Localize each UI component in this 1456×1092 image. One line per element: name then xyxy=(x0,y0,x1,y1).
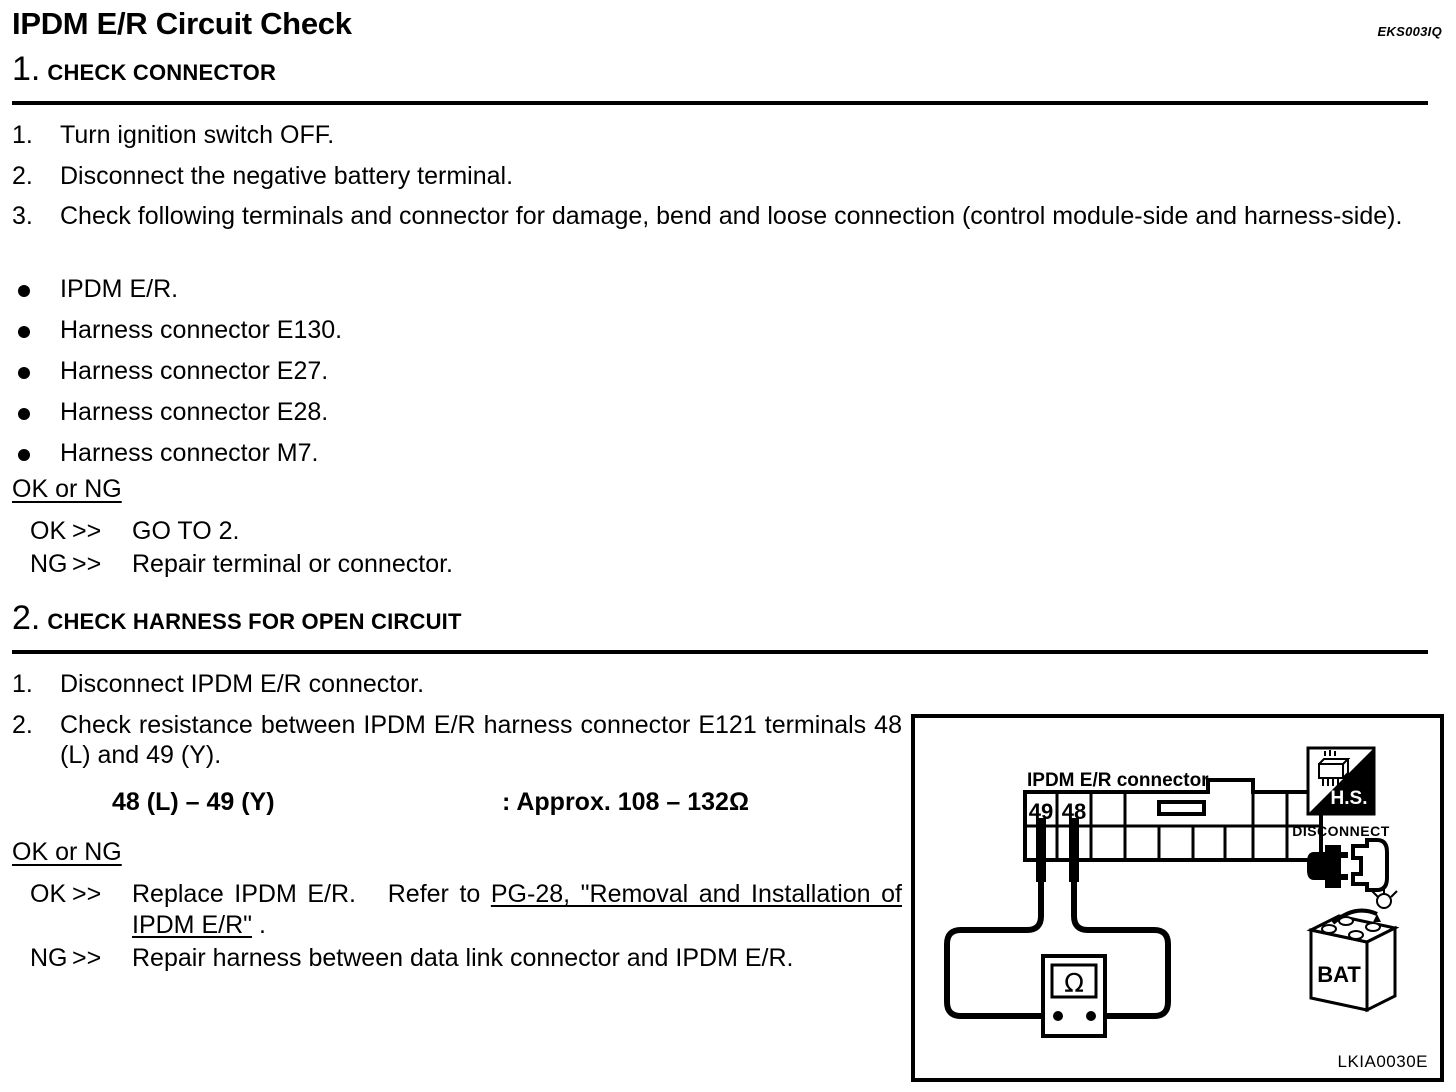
meter-terminal-right xyxy=(1086,1011,1096,1021)
step-2-number: 2. xyxy=(12,599,41,637)
judgement-text: Repair terminal or connector. xyxy=(132,550,453,578)
item-number: 1. xyxy=(12,121,33,149)
judgement-text: Replace IPDM E/R. Refer to PG-28, "Remov… xyxy=(132,879,902,941)
judgement-tag: NG xyxy=(30,550,68,578)
list-item: 1. Disconnect IPDM E/R connector. xyxy=(12,669,902,700)
diagram-svg: 49 48 Ω xyxy=(944,746,1400,1038)
judgement-tag: OK xyxy=(30,880,67,908)
step-1-judgement-block: OK >> GO TO 2. NG >> Repair terminal or … xyxy=(12,514,712,580)
judgement-text-after: . xyxy=(252,911,266,939)
judgement-arrow: >> xyxy=(72,880,102,908)
item-number: 3. xyxy=(12,202,33,230)
list-item: 3. Check following terminals and connect… xyxy=(12,201,1428,232)
judgement-row-ok: OK >> Replace IPDM E/R. Refer to PG-28, … xyxy=(12,879,902,941)
ohm-symbol: Ω xyxy=(1064,969,1084,999)
judgement-text-before: Replace IPDM E/R. Refer to xyxy=(132,880,491,908)
probe-tips xyxy=(1036,818,1079,882)
judgement-tag: OK xyxy=(30,517,67,545)
disconnect-icon: DISCONNECT xyxy=(1292,823,1390,892)
item-number: 1. xyxy=(12,670,33,698)
test-lead-wires xyxy=(944,879,1171,1019)
spec-value: : Approx. 108 – 132Ω xyxy=(502,788,749,816)
step-2-instruction-list: 1. Disconnect IPDM E/R connector. 2. Che… xyxy=(12,669,902,781)
reference-code: EKS003IQ xyxy=(1377,24,1442,39)
step-1-heading: 1. CHECK CONNECTOR xyxy=(12,52,276,86)
bullet-icon xyxy=(12,367,60,379)
item-text: Harness connector E27. xyxy=(60,357,329,385)
resistance-spec: 48 (L) – 49 (Y) : Approx. 108 – 132Ω xyxy=(112,788,812,820)
list-item: Harness connector M7. xyxy=(12,439,712,468)
item-text: Disconnect the negative battery terminal… xyxy=(60,161,514,190)
step-2-divider xyxy=(12,650,1428,654)
step-2-label: CHECK HARNESS FOR OPEN CIRCUIT xyxy=(47,609,462,634)
item-text: IPDM E/R. xyxy=(60,275,179,303)
list-item: Harness connector E130. xyxy=(12,316,712,345)
item-text: Turn ignition switch OFF. xyxy=(60,121,335,149)
step-1-bullet-list: IPDM E/R. Harness connector E130. Harnes… xyxy=(12,275,712,480)
item-text: Harness connector E130. xyxy=(60,316,343,344)
judgement-row-ng: NG >> Repair harness between data link c… xyxy=(12,943,902,974)
bullet-icon xyxy=(12,326,60,338)
ohmmeter-graphic: Ω xyxy=(1041,954,1107,1038)
bullet-icon xyxy=(12,408,60,420)
bullet-icon xyxy=(12,449,60,461)
step-2-judgement-heading: OK or NG xyxy=(12,838,122,866)
item-text: Harness connector E28. xyxy=(60,398,329,426)
item-text: Disconnect IPDM E/R connector. xyxy=(60,670,425,698)
item-text: Check resistance between IPDM E/R harnes… xyxy=(60,710,902,770)
list-item: 2. Check resistance between IPDM E/R har… xyxy=(12,710,902,771)
measurement-diagram: IPDM E/R connector xyxy=(911,714,1444,1082)
item-text: Harness connector M7. xyxy=(60,439,319,467)
judgement-arrow: >> xyxy=(72,944,102,972)
figure-caption: IPDM E/R connector xyxy=(1027,770,1209,791)
cross-reference-link[interactable]: PG-28, "Removal and Installation of IPDM… xyxy=(132,880,902,939)
judgement-arrow: >> xyxy=(72,550,102,578)
item-number: 2. xyxy=(12,710,33,739)
bullet-icon xyxy=(12,285,60,297)
judgement-tag: NG xyxy=(30,944,68,972)
step-1-number: 1. xyxy=(12,50,41,88)
step-2-heading: 2. CHECK HARNESS FOR OPEN CIRCUIT xyxy=(12,601,462,635)
page-title: IPDM E/R Circuit Check xyxy=(12,6,352,41)
list-item: IPDM E/R. xyxy=(12,275,712,304)
hs-icon: H.S. xyxy=(1306,746,1376,816)
judgement-text: GO TO 2. xyxy=(132,517,240,545)
list-item: 1. Turn ignition switch OFF. xyxy=(12,120,1428,151)
step-2-judgement-block: OK >> Replace IPDM E/R. Refer to PG-28, … xyxy=(12,877,902,974)
step-1-label: CHECK CONNECTOR xyxy=(47,60,277,85)
list-item: Harness connector E28. xyxy=(12,398,712,427)
judgement-row-ng: NG >> Repair terminal or connector. xyxy=(12,549,712,580)
judgement-text: Repair harness between data link connect… xyxy=(132,944,794,972)
judgement-arrow: >> xyxy=(72,517,102,545)
step-1-divider xyxy=(12,101,1428,105)
hs-icon-label: H.S. xyxy=(1331,788,1368,809)
list-item: 2. Disconnect the negative battery termi… xyxy=(12,161,1428,192)
disconnect-icon-label: DISCONNECT xyxy=(1292,823,1390,839)
judgement-row-ok: OK >> GO TO 2. xyxy=(12,516,712,547)
figure-id: LKIA0030E xyxy=(1337,1052,1428,1071)
step-1-instruction-list: 1. Turn ignition switch OFF. 2. Disconne… xyxy=(12,120,1428,242)
battery-icon: BAT xyxy=(1306,886,1400,1013)
battery-icon-label: BAT xyxy=(1317,962,1361,987)
meter-terminal-left xyxy=(1053,1011,1063,1021)
list-item: Harness connector E27. xyxy=(12,357,712,386)
item-text: Check following terminals and connector … xyxy=(60,202,1403,230)
step-1-judgement-heading: OK or NG xyxy=(12,475,122,503)
spec-terminals: 48 (L) – 49 (Y) xyxy=(112,788,275,816)
item-number: 2. xyxy=(12,161,33,190)
